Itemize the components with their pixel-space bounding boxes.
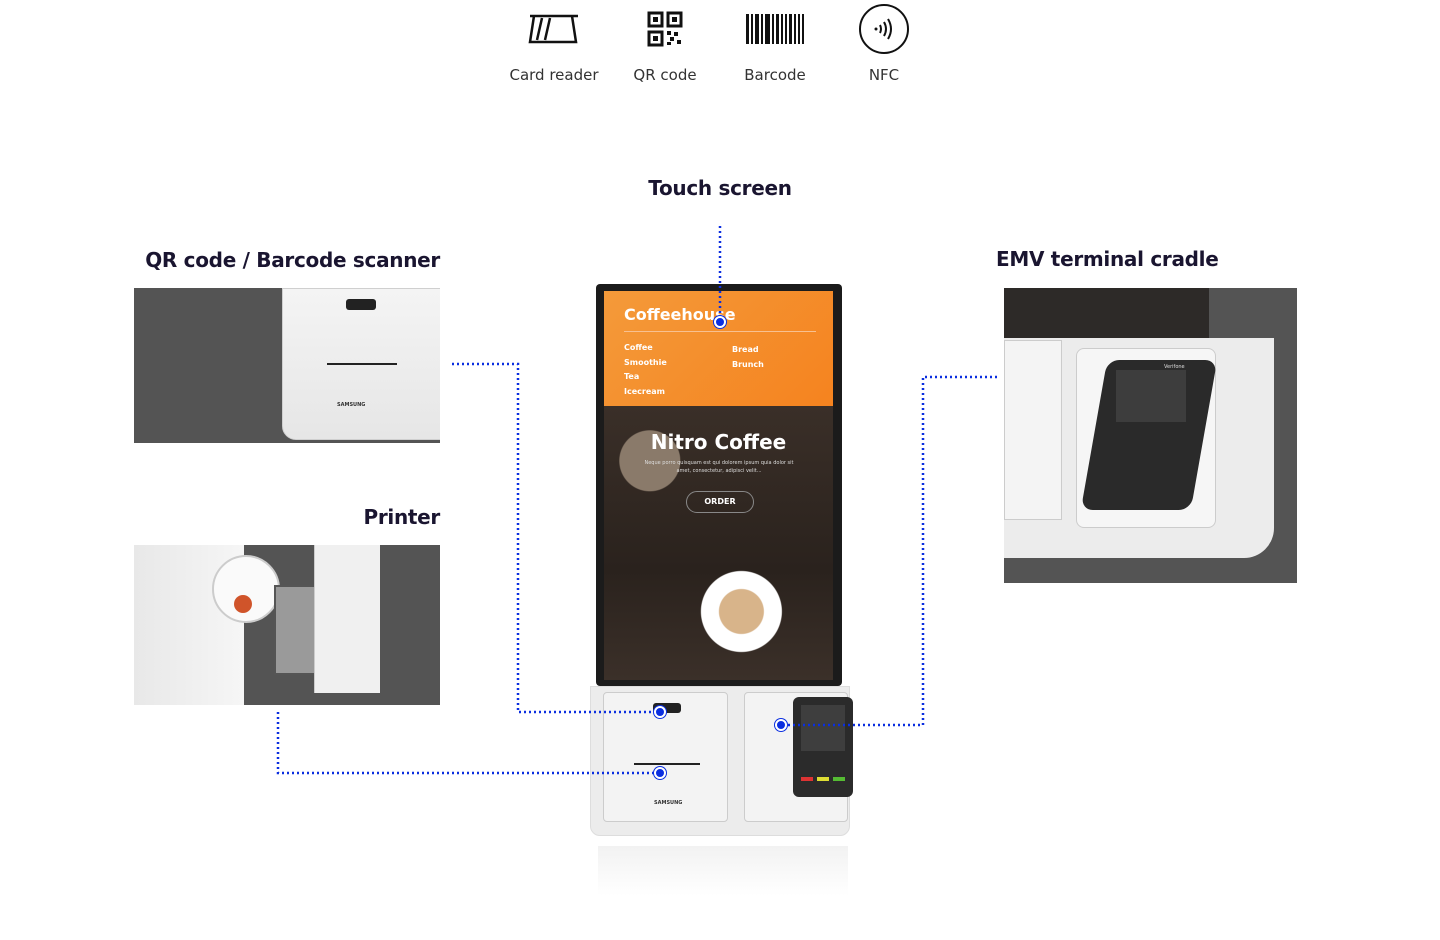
samsung-logo: SAMSUNG [337, 402, 366, 408]
printer-slot [634, 763, 700, 765]
feature-nfc: NFC [829, 0, 939, 84]
card-reader-icon [499, 0, 609, 58]
printer-hotspot[interactable] [654, 767, 666, 779]
feature-label: Barcode [744, 66, 806, 84]
emv-connector [781, 375, 997, 727]
barcode-icon [720, 0, 830, 58]
qr-code-icon [610, 0, 720, 58]
scanner-connector [452, 362, 660, 714]
feature-barcode: Barcode [720, 0, 830, 84]
screen-menu-right: Bread Brunch [732, 343, 764, 372]
printer-heading: Printer [363, 505, 440, 529]
emv-terminal [793, 697, 853, 797]
feature-qr-code: QR code [610, 0, 720, 84]
nfc-icon [829, 0, 939, 58]
menu-item[interactable]: Brunch [732, 359, 764, 369]
emv-heading: EMV terminal cradle [996, 247, 1219, 271]
scanner-heading: QR code / Barcode scanner [145, 248, 440, 272]
touch-screen-heading: Touch screen [648, 176, 792, 200]
hero-text: Neque porro quisquam est qui dolorem ips… [644, 460, 794, 474]
feature-card-reader: Card reader [499, 0, 609, 84]
screen-header: Coffeehouse Coffee Smoothie Tea Icecream… [604, 291, 833, 406]
touch-screen-hotspot[interactable] [714, 316, 726, 328]
printer-photo [134, 545, 440, 705]
menu-item[interactable]: Smoothie [624, 357, 667, 367]
scanner-hotspot[interactable] [654, 706, 666, 718]
scanner-window [653, 703, 681, 713]
feature-label: NFC [868, 66, 900, 84]
emv-hotspot[interactable] [775, 719, 787, 731]
order-button[interactable]: ORDER [686, 491, 754, 513]
printer-connector [276, 712, 660, 775]
menu-item[interactable]: Tea [624, 372, 640, 381]
terminal-logo: Verifone [1164, 364, 1185, 370]
hero-title: Nitro Coffee [650, 430, 787, 454]
feature-label: Card reader [509, 66, 599, 84]
feature-label: QR code [633, 66, 697, 84]
menu-item[interactable]: Bread [732, 345, 759, 354]
samsung-logo: SAMSUNG [654, 800, 683, 806]
kiosk-reflection [598, 846, 848, 896]
emv-photo: Verifone [1004, 288, 1297, 583]
scanner-photo: SAMSUNG [134, 288, 440, 443]
menu-item[interactable]: Coffee [624, 343, 653, 352]
screen-menu-left: Coffee Smoothie Tea Icecream [624, 341, 667, 399]
menu-item[interactable]: Icecream [624, 386, 665, 396]
screen-hero: Nitro Coffee Neque porro quisquam est qu… [604, 406, 833, 680]
screen-brand: Coffeehouse [624, 305, 736, 324]
